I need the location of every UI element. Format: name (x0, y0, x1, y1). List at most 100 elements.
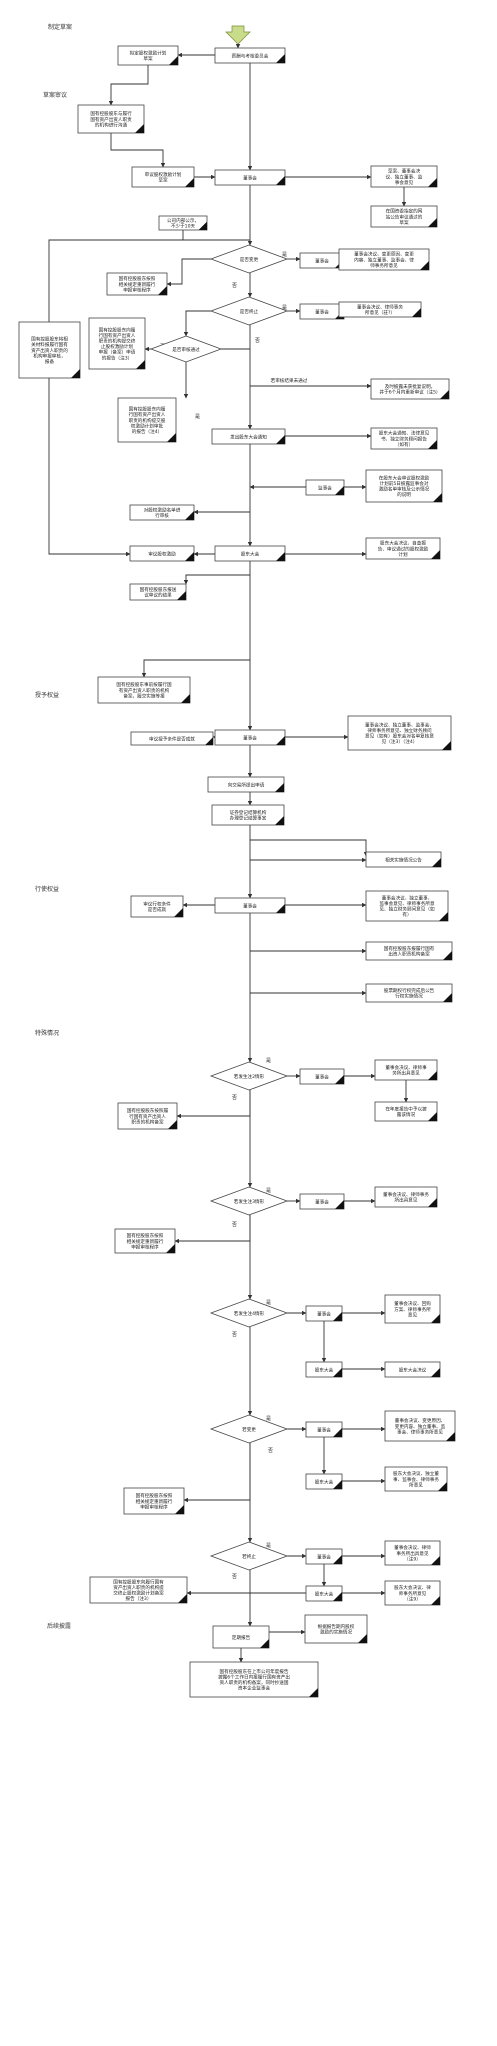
node-text: 股东大会 (315, 1366, 334, 1373)
decision-diamond (149, 335, 223, 363)
decision-diamond (209, 296, 289, 326)
node-box (370, 165, 438, 188)
node-text: 备案，履交实施等报 (123, 692, 165, 699)
branch-label: 否 (268, 1448, 273, 1454)
node-box (88, 317, 146, 370)
corner-fold-icon (428, 1112, 437, 1121)
start-arrow-icon (225, 25, 251, 45)
node-text: 所意见 (409, 1481, 423, 1488)
corner-fold-icon (276, 904, 285, 913)
node-text: 国有控股股东将相 (31, 336, 68, 343)
section-title-s4: 行使权益 (35, 885, 59, 893)
connector-line (176, 1090, 251, 1119)
decision-node: 若发生注4情形 (209, 1298, 289, 1328)
node-box (370, 205, 438, 228)
connector-line (250, 839, 369, 857)
process-node: 董事会 (305, 1548, 343, 1565)
process-node: 股东大会决议、律师事务所意见（注9） (384, 1580, 441, 1606)
node-text: 股东大会决议、自查报 (380, 540, 426, 547)
process-node: 向交易所提出申请 (207, 776, 285, 793)
corner-fold-icon (185, 178, 194, 187)
process-node: 董事会 (299, 303, 345, 320)
corner-fold-icon (446, 1432, 455, 1441)
connector-line (183, 574, 250, 585)
node-text: 董事会 (315, 1073, 329, 1080)
corner-fold-icon (181, 694, 190, 703)
process-node: 定期报告 (212, 1625, 270, 1649)
corner-fold-icon (443, 951, 452, 960)
flow-annotation: 若审核结果未通过 (271, 377, 308, 384)
process-node: 董事会 (214, 169, 286, 186)
decision-node: 若发生注3情形 (209, 1186, 289, 1216)
node-text: 相关实施情况公告 (385, 856, 422, 863)
process-node: 董事会 (214, 897, 286, 914)
node-text: 不少于10天 (171, 224, 196, 230)
node-text: 是否终止 (240, 308, 259, 315)
node-box (338, 248, 430, 271)
corner-fold-icon (333, 1592, 342, 1601)
node-box (304, 1614, 368, 1644)
node-text: 董事会 (315, 1198, 329, 1205)
node-box (384, 1466, 448, 1492)
node-text: 计划 (398, 551, 408, 558)
node-text: 董事会决议、律师事 (385, 1064, 427, 1071)
node-text: 师事务所意见 (370, 262, 398, 269)
node-text: 拟定股权激励计划 (130, 50, 167, 57)
node-box (384, 1410, 456, 1442)
process-node: 公司内部公示，不少于10天 (158, 215, 208, 231)
corner-fold-icon (185, 511, 194, 520)
node-text: 国有资产出资人职责 (90, 116, 132, 123)
node-box (117, 397, 177, 443)
process-node: 国有控股股东向履行国有资产出资人职责的机构提交终止股权激励计划申报（备案）申请的… (88, 317, 146, 370)
node-text: 董事会决议、律师事务 (357, 304, 403, 311)
corner-fold-icon (431, 1368, 440, 1377)
node-box (131, 166, 195, 188)
corner-fold-icon (443, 993, 452, 1002)
node-box (370, 427, 438, 450)
node-text: 相关规定重新履行 (136, 1498, 173, 1505)
branch-label: 否 (232, 1332, 237, 1338)
connector-line (48, 239, 250, 322)
node-text: 及时披露未获批复说明， (385, 383, 436, 390)
section-title-s5: 特殊情况 (35, 1029, 59, 1037)
node-text: 董事会决议、律师事务 (383, 1191, 429, 1198)
node-text: 股东大会决议 (399, 1366, 427, 1373)
corner-fold-icon (412, 308, 421, 317)
node-text: 证券登记结算机构 (230, 809, 267, 816)
node-text: 报告（注3） (126, 1595, 152, 1602)
corner-fold-icon (167, 433, 176, 442)
node-text: 激励名单审核及公示情况 (379, 486, 430, 493)
decision-node: 是否变更 (209, 244, 289, 274)
node-text: 根据报告期内股权 (318, 1623, 355, 1630)
node-text: 激励的实施情况 (320, 1629, 353, 1636)
node-text: 是否审核通过 (172, 346, 200, 353)
branch-label: 否 (232, 283, 237, 289)
node-text: 国有控股股东按照履 (127, 1107, 169, 1114)
connector-line (183, 310, 211, 337)
node-text: 行国有资产出资人 (129, 1113, 166, 1120)
node-text: 办理登记结算事宜 (230, 815, 267, 822)
node-text: 事会、律师事务所意见 (397, 1428, 443, 1435)
connector-line (166, 258, 211, 287)
corner-fold-icon (309, 1688, 318, 1697)
process-node: 董事会决议、独立董事、监事会、律师事务所意见、独立财务顾问意见（如有）股东会对名… (347, 715, 452, 751)
node-text: 国有控股股东按照 (119, 275, 156, 282)
node-text: 审议行权条件 (143, 901, 171, 908)
corner-fold-icon (333, 1428, 342, 1437)
corner-fold-icon (428, 218, 437, 227)
node-text: 董事会 (315, 257, 329, 264)
node-text: 的报告（注4） (132, 428, 163, 435)
branch-label: 是 (266, 1058, 271, 1064)
node-text: 师事务所意见 (399, 1590, 427, 1597)
corner-fold-icon (428, 178, 437, 187)
node-text: 申报审核程序 (131, 1243, 159, 1250)
corner-fold-icon (333, 1480, 342, 1489)
node-text: 若变更 (242, 1426, 256, 1433)
process-node: 股东大会 (214, 545, 286, 562)
connector-line (108, 65, 149, 106)
